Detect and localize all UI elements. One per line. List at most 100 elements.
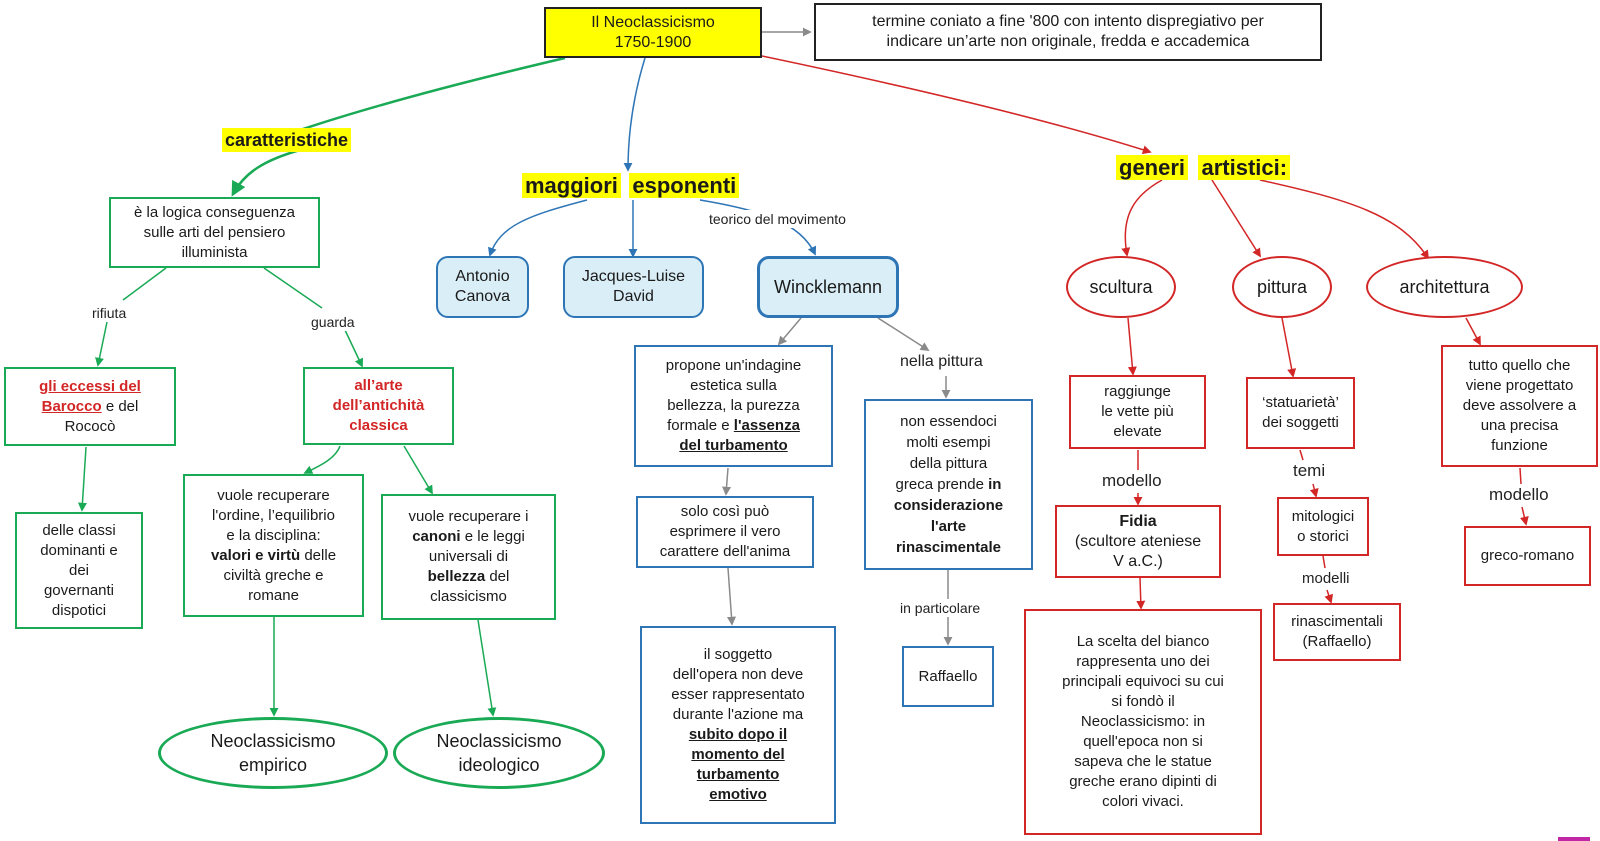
note-line-1: termine coniato a fine '800 con intento … [872, 13, 1264, 30]
node-antichita: all’arte dell’antichità classica [303, 367, 454, 445]
root-dates: 1750-1900 [614, 33, 692, 51]
solo-line: esprimere il vero [669, 523, 781, 540]
soggetto-bold: momento del [691, 746, 785, 763]
edge-modelli-rinascimentali [1324, 589, 1333, 604]
node-david: Jacques-Luise David [563, 256, 704, 318]
pittura-text: pittura [1256, 277, 1308, 297]
node-canoni: vuole recuperare i canoni e le leggi uni… [381, 494, 556, 620]
node-empirico: Neoclassicismo empirico [158, 717, 388, 789]
edge-winck-propone [777, 317, 802, 346]
mitologici-line: o storici [1297, 527, 1349, 545]
edge-logica-rifiuta [122, 267, 167, 301]
vette-line: elevate [1113, 423, 1162, 440]
antichita-line: all’arte [354, 377, 403, 394]
valori-text: valori e virtù [210, 546, 301, 564]
wincklemann-text: Wincklemann [773, 277, 883, 297]
ordine-connector: delle [300, 546, 337, 564]
eccessi-text: gli eccessi del [39, 377, 141, 395]
canoni-line: bellezza del [428, 567, 510, 587]
propone-line: propone un'indagine [665, 357, 802, 374]
label-rifiuta: rifiuta [92, 304, 127, 322]
non-essendoci-bold: in [988, 476, 1002, 493]
heading-maggiori: maggiori [522, 173, 621, 198]
bellezza-text: bellezza [427, 568, 486, 585]
edge-scultura-vette [1127, 317, 1137, 376]
edge-eccessi-classi [77, 446, 87, 512]
non-essendoci-line: della pittura [909, 455, 988, 472]
scultura-text: scultura [1089, 277, 1153, 297]
solo-line: carattere dell'anima [659, 543, 791, 560]
turbamento-text: del turbamento [679, 437, 788, 454]
logica-line: è la logica conseguenza [134, 203, 295, 221]
bianco-line: rappresenta uno dei [1076, 653, 1210, 670]
fidia-line: V a.C.) [1113, 552, 1163, 570]
node-rinascimentali: rinascimentali (Raffaello) [1273, 603, 1401, 661]
label-teorico: teorico del movimento [709, 210, 846, 228]
edge-rifiuta-eccessi [95, 321, 108, 367]
edge-winck-nella [877, 317, 930, 351]
ordine-line: civiltà greche e [223, 566, 324, 584]
eccessi-line-1: gli eccessi del [39, 377, 141, 397]
soggetto-line: esser rappresentato [671, 686, 805, 703]
solo-line: solo così può [680, 503, 770, 520]
bianco-line: principali equivoci su cui [1062, 673, 1224, 690]
classi-line: dominanti e [40, 541, 118, 559]
label-modello-architettura: modello [1489, 485, 1549, 504]
bianco-line: La scelta del bianco [1076, 633, 1210, 650]
canova-line: Antonio [455, 268, 510, 285]
progettato-line: funzione [1491, 437, 1548, 454]
edge-propone-solo [722, 467, 732, 496]
raffaello-text: Raffaello [918, 667, 978, 685]
ordine-line: romane [248, 586, 299, 604]
label-temi: temi [1293, 461, 1326, 480]
edge-solo-soggetto [726, 567, 736, 626]
barocco-text: Barocco [41, 397, 102, 415]
corner-accent-bar [1558, 837, 1590, 841]
vette-line: raggiunge [1104, 383, 1171, 400]
canova-line: Canova [454, 288, 511, 305]
bianco-line: colori vivaci. [1102, 793, 1184, 810]
soggetto-bold: emotivo [709, 786, 767, 803]
edge-root-maggiori [623, 57, 646, 172]
node-soggetto: il soggetto dell'opera non deve esser ra… [640, 626, 836, 824]
rinascimentali-line: (Raffaello) [1302, 633, 1372, 650]
label-in-particolare: in particolare [900, 599, 981, 617]
edge-antichita-canoni [403, 445, 433, 495]
soggetto-line: durante l'azione ma [672, 706, 804, 723]
bianco-line: Neoclassicismo: in [1080, 713, 1206, 730]
edge-statuarieta-temi [1299, 449, 1304, 461]
root-title: Il Neoclassicismo [591, 13, 715, 31]
bianco-line: sapeva che le statue [1074, 753, 1212, 770]
canoni-connector: del [485, 568, 510, 585]
edge-architettura-progettato [1465, 317, 1481, 346]
canoni-line: classicismo [430, 588, 507, 605]
mitologici-line: mitologici [1291, 507, 1355, 525]
heading-artistici: artistici: [1198, 155, 1291, 180]
progettato-line: una precisa [1480, 417, 1559, 434]
soggetto-line: dell'opera non deve [672, 666, 804, 683]
logica-line: sulle arti del pensiero [143, 223, 286, 241]
node-greco-romano: greco-romano [1464, 526, 1591, 586]
heading-esponenti: esponenti [629, 173, 740, 198]
statuarieta-line: ‘statuarietà’ [1262, 394, 1339, 411]
ordine-line: e la disciplina: [226, 526, 321, 544]
fidia-name: Fidia [1119, 512, 1157, 530]
heading-generi-artistici: generi artistici: [1116, 154, 1291, 182]
fidia-line: (scultore ateniese [1074, 532, 1202, 550]
canoni-text: canoni [412, 528, 461, 545]
node-ordine: vuole recuperare l'ordine, l’equilibrio … [183, 474, 364, 617]
soggetto-bold: turbamento [696, 766, 780, 783]
david-line: Jacques-Luise [581, 268, 686, 285]
antichita-line: classica [349, 417, 408, 434]
ordine-line: valori e virtù delle [211, 546, 336, 566]
architettura-text: architettura [1399, 277, 1490, 297]
edge-mitologici-modelli [1322, 555, 1326, 569]
empirico-line: empirico [238, 755, 308, 775]
node-non-essendoci: non essendoci molti esempi della pittura… [864, 399, 1033, 570]
edge-canoni-ideologico [477, 619, 497, 717]
node-pittura: pittura [1232, 256, 1332, 318]
classi-line: dispotici [51, 601, 107, 619]
progettato-line: tutto quello che [1468, 357, 1571, 374]
heading-generi: generi [1116, 155, 1189, 180]
